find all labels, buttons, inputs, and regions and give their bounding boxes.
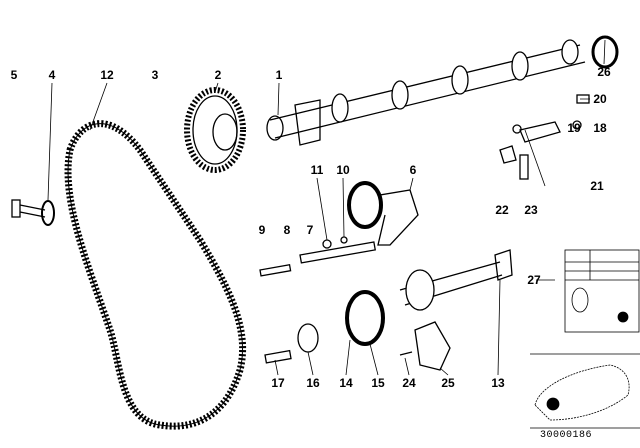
callout-11: 11 bbox=[310, 163, 324, 177]
camshaft-sprocket bbox=[184, 87, 246, 173]
callout-15: 15 bbox=[371, 376, 385, 390]
callout-20: 20 bbox=[593, 92, 607, 106]
callout-13: 13 bbox=[491, 376, 505, 390]
callout-25: 25 bbox=[441, 376, 455, 390]
camshaft bbox=[266, 39, 586, 146]
callout-14: 14 bbox=[339, 376, 353, 390]
callout-18: 18 bbox=[593, 121, 607, 135]
car-location-thumbnail bbox=[530, 353, 640, 429]
callout-8: 8 bbox=[283, 223, 291, 237]
callout-4: 4 bbox=[48, 68, 56, 82]
idler-pulley bbox=[345, 290, 385, 346]
callout-23: 23 bbox=[524, 203, 538, 217]
callout-21: 21 bbox=[590, 179, 604, 193]
callout-6: 6 bbox=[409, 163, 417, 177]
callout-9: 9 bbox=[258, 223, 266, 237]
label-chart-27 bbox=[564, 249, 640, 333]
callout-2: 2 bbox=[214, 68, 222, 82]
callout-19: 19 bbox=[567, 121, 581, 135]
callout-17: 17 bbox=[271, 376, 285, 390]
callout-16: 16 bbox=[306, 376, 320, 390]
callout-3: 3 bbox=[151, 68, 159, 82]
callout-12: 12 bbox=[100, 68, 114, 82]
water-pump bbox=[405, 269, 435, 311]
callout-26: 26 bbox=[597, 65, 611, 79]
callout-27: 27 bbox=[527, 273, 541, 287]
callout-5: 5 bbox=[10, 68, 18, 82]
diagram-code: 30000186 bbox=[540, 430, 593, 441]
callout-1: 1 bbox=[275, 68, 283, 82]
tensioner-pulley bbox=[347, 181, 383, 229]
callout-7: 7 bbox=[306, 223, 314, 237]
callout-24: 24 bbox=[402, 376, 416, 390]
shaft-seal bbox=[591, 35, 619, 69]
callout-22: 22 bbox=[495, 203, 509, 217]
callout-10: 10 bbox=[336, 163, 350, 177]
